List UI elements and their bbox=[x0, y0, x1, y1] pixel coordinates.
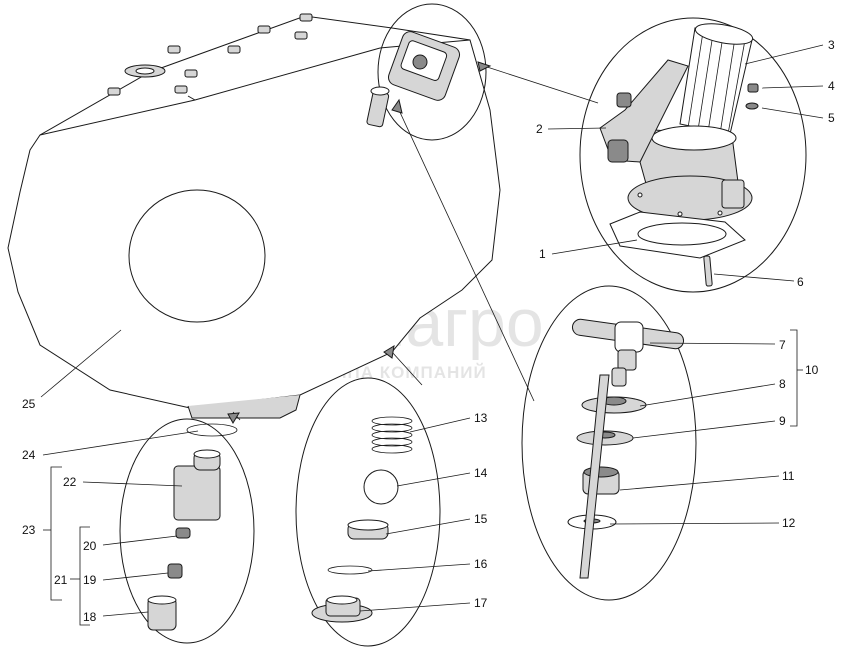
valve-body-22 bbox=[173, 465, 221, 521]
callout-2: 2 bbox=[536, 122, 543, 136]
connector-lines bbox=[227, 61, 599, 424]
callout-9: 9 bbox=[779, 414, 786, 428]
gasket-16 bbox=[327, 565, 373, 575]
callout-24: 24 bbox=[22, 448, 36, 462]
filter-rod bbox=[579, 374, 610, 579]
callout-10: 10 bbox=[805, 363, 819, 377]
nut-4 bbox=[747, 83, 759, 93]
filter-bag-parts bbox=[295, 377, 441, 647]
drain-valve-parts bbox=[119, 418, 255, 644]
drain-detail-ellipse bbox=[119, 418, 255, 644]
callout-6: 6 bbox=[797, 275, 804, 289]
callout-1: 1 bbox=[539, 247, 546, 261]
callout-21: 21 bbox=[54, 573, 68, 587]
callout-13: 13 bbox=[474, 411, 488, 425]
callout-5: 5 bbox=[828, 111, 835, 125]
leader-lines bbox=[40, 44, 824, 626]
washer-5 bbox=[745, 102, 759, 110]
tank-top-fittings bbox=[107, 13, 313, 96]
callout-4: 4 bbox=[828, 79, 835, 93]
tank-sender-callout bbox=[366, 3, 487, 141]
ball-14 bbox=[363, 469, 399, 505]
nut-20 bbox=[175, 527, 191, 539]
pin-19 bbox=[167, 563, 183, 579]
tank-corner-edge bbox=[187, 95, 196, 101]
callout-14: 14 bbox=[474, 466, 488, 480]
callout-18: 18 bbox=[83, 610, 97, 624]
callout-12: 12 bbox=[782, 516, 796, 530]
callout-25: 25 bbox=[22, 397, 36, 411]
filter-bag-detail-ellipse bbox=[295, 377, 441, 647]
filler-neck-assembly bbox=[579, 17, 807, 293]
callout-16: 16 bbox=[474, 557, 488, 571]
gasket-24 bbox=[186, 423, 238, 437]
filter-detail-ellipse bbox=[521, 285, 697, 601]
sender-detail-ellipse bbox=[377, 3, 487, 141]
callout-8: 8 bbox=[779, 377, 786, 391]
tank-inlet-opening bbox=[128, 189, 266, 323]
callout-labels: 1 2 3 4 5 6 7 8 9 10 11 12 13 14 15 16 1… bbox=[22, 38, 835, 624]
callout-20: 20 bbox=[83, 539, 97, 553]
bolt-6 bbox=[703, 255, 713, 287]
tank-drain-boss bbox=[187, 394, 301, 419]
callout-23: 23 bbox=[22, 523, 36, 537]
callout-7: 7 bbox=[779, 338, 786, 352]
filter-assembly bbox=[521, 285, 697, 601]
callout-17: 17 bbox=[474, 596, 488, 610]
callout-11: 11 bbox=[782, 469, 795, 483]
callout-3: 3 bbox=[828, 38, 835, 52]
spring-13 bbox=[371, 416, 413, 454]
callout-15: 15 bbox=[474, 512, 488, 526]
filler-detail-ellipse bbox=[579, 17, 807, 293]
callout-22: 22 bbox=[63, 475, 77, 489]
callout-19: 19 bbox=[83, 573, 97, 587]
